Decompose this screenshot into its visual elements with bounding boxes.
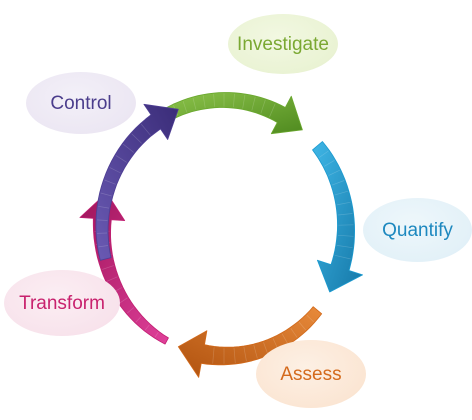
arrow-investigate-icon — [164, 93, 303, 134]
step-label-quantify: Quantify — [382, 221, 453, 240]
step-label-assess: Assess — [280, 365, 341, 384]
step-transform: Transform — [4, 270, 120, 336]
step-label-investigate: Investigate — [237, 35, 329, 54]
arrow-quantify-icon — [313, 142, 363, 293]
step-assess: Assess — [256, 340, 366, 408]
step-label-control: Control — [50, 94, 111, 113]
step-label-transform: Transform — [19, 294, 105, 313]
step-investigate: Investigate — [228, 14, 338, 74]
step-quantify: Quantify — [363, 198, 472, 262]
step-control: Control — [26, 72, 136, 134]
